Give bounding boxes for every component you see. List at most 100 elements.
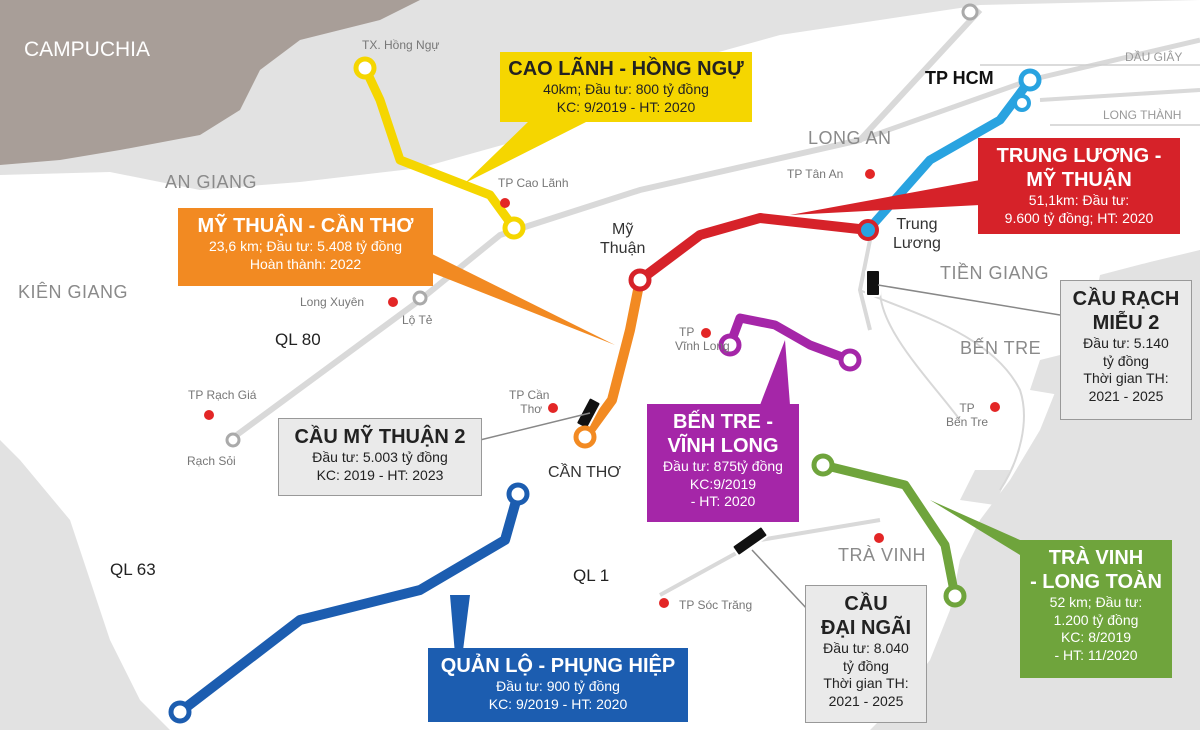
pointer-cau-my-thuan-2: [479, 412, 591, 441]
project-cao-lanh-hong-ngu: CAO LÃNH - HỒNG NGỰ 40km; Đầu tư: 800 tỷ…: [500, 52, 752, 122]
label-my-thuan: Mỹ Thuận: [600, 220, 645, 258]
node-trung-luong: [857, 219, 879, 241]
node-can-tho: [573, 425, 597, 449]
node-lo-te: [412, 290, 428, 306]
label-ql80: QL 80: [275, 330, 321, 349]
project-title: CẦU RẠCH: [1072, 288, 1180, 310]
label-cao-lanh: TP Cao Lãnh: [498, 176, 569, 190]
project-detail: - HT: 2020: [690, 493, 756, 509]
highway-ql80: [228, 7, 983, 443]
project-detail: Đầu tư: 875tỷ đồng: [663, 458, 783, 474]
pointer-quan-lo: [450, 595, 470, 690]
project-title: MỸ THUẬN: [1026, 169, 1132, 191]
pointer-dai-ngai: [751, 549, 809, 611]
project-title: CẦU MỸ THUẬN 2: [294, 426, 466, 448]
label-campuchia: CAMPUCHIA: [24, 38, 151, 61]
label-hong-ngu: TX. Hồng Ngự: [362, 38, 440, 52]
route-my-thuan-can-tho: [580, 279, 645, 440]
project-detail: 1.200 tỷ đồng: [1053, 611, 1139, 628]
project-title: VĨNH LONG: [667, 435, 779, 457]
label-long-thanh: LONG THÀNH: [1103, 108, 1182, 122]
dot-rach-gia: [204, 410, 214, 420]
label-long-an: LONG AN: [808, 128, 892, 148]
highway-ql1-north: [857, 239, 872, 331]
river-2: [879, 289, 961, 421]
label-tien-giang: TIỀN GIANG: [940, 263, 1050, 283]
label-tp-can-tho-line2: Thơ: [520, 402, 543, 416]
node-cao-lanh: [502, 216, 526, 240]
node-long-toan: [943, 584, 967, 608]
project-cau-rach-mieu-2: CẦU RẠCH MIỄU 2 Đầu tư: 5.140 tỷ đồng Th…: [1060, 280, 1192, 420]
label-ql63: QL 63: [110, 560, 156, 579]
project-detail: Hoàn thành: 2022: [249, 255, 362, 272]
project-detail: 40km; Đầu tư: 800 tỷ đồng: [543, 81, 709, 97]
project-detail: Đầu tư: 5.003 tỷ đồng: [312, 449, 448, 465]
label-my-thuan-line1: Mỹ: [612, 221, 634, 238]
pointer-cao-lanh: [465, 120, 590, 183]
bridge-rach-mieu-2: [865, 269, 881, 297]
project-title: ĐẠI NGÃI: [821, 617, 911, 639]
pointer-trung-luong: [790, 180, 980, 215]
label-trung-luong-line1: Trung: [896, 216, 938, 233]
project-detail: 2021 - 2025: [828, 692, 904, 709]
project-detail: KC: 8/2019: [1060, 629, 1132, 645]
label-ben-tre-region: BẾN TRE: [960, 338, 1042, 358]
project-detail: KC: 9/2019 - HT: 2020: [556, 98, 696, 115]
project-my-thuan-can-tho: MỸ THUẬN - CẦN THƠ 23,6 km; Đầu tư: 5.40…: [178, 208, 433, 286]
bridge-dai-ngai: [731, 525, 769, 557]
route-quan-lo-phung-hiep: [176, 492, 523, 716]
node-hcm-2: [1013, 94, 1031, 112]
label-lo-te: Lộ Tẻ: [402, 313, 433, 327]
node-rach-soi: [225, 432, 241, 448]
node-hong-ngu: [353, 56, 377, 80]
project-title: CẦU: [844, 593, 888, 615]
label-tp-ben-tre-line2: Bến Tre: [946, 415, 989, 429]
route-ben-tre-vinh-long: [725, 313, 852, 365]
label-vinh-long: TP Vĩnh Long: [675, 325, 730, 353]
project-detail: 51,1km: Đầu tư:: [1028, 192, 1130, 208]
project-trung-luong-my-thuan: TRUNG LƯƠNG - MỸ THUẬN 51,1km: Đầu tư: 9…: [978, 138, 1180, 234]
project-title: BẾN TRE -: [673, 411, 773, 433]
label-ql1: QL 1: [573, 566, 610, 585]
highway-long-thanh: [1039, 88, 1200, 102]
node-north: [961, 3, 979, 21]
project-cau-dai-ngai: CẦU ĐẠI NGÃI Đầu tư: 8.040 tỷ đồng Thời …: [805, 585, 927, 723]
label-kien-giang: KIÊN GIANG: [18, 282, 129, 302]
pointer-ben-tre: [760, 340, 790, 405]
project-detail: tỷ đồng: [1103, 352, 1149, 369]
project-ben-tre-vinh-long: BẾN TRE - VĨNH LONG Đầu tư: 875tỷ đồng K…: [647, 404, 799, 522]
label-rach-soi: Rạch Sỏi: [187, 454, 236, 468]
dot-long-xuyen: [388, 297, 398, 307]
dot-cao-lanh: [500, 198, 510, 208]
label-soc-trang: TP Sóc Trăng: [679, 598, 753, 612]
label-vinh-long-line1: TP: [679, 325, 695, 339]
project-title: TRUNG LƯƠNG -: [996, 145, 1162, 167]
project-title: MIỄU 2: [1092, 312, 1160, 334]
project-title: - LONG TOÀN: [1030, 571, 1162, 593]
dot-ben-tre: [990, 402, 1000, 412]
label-trung-luong: Trung Lương: [893, 215, 941, 253]
route-cao-lanh-hong-ngu: [360, 66, 518, 231]
project-detail: 9.600 tỷ đồng; HT: 2020: [1004, 209, 1154, 226]
dot-can-tho: [548, 403, 558, 413]
project-title: CAO LÃNH - HỒNG NGỰ: [508, 58, 744, 80]
project-detail: KC: 9/2019 - HT: 2020: [488, 695, 628, 712]
project-quan-lo-phung-hiep: QUẢN LỘ - PHỤNG HIỆP Đầu tư: 900 tỷ đồng…: [428, 648, 688, 722]
project-detail: KC: 2019 - HT: 2023: [316, 466, 444, 483]
dot-soc-trang: [659, 598, 669, 608]
pointer-my-thuan-can-tho: [420, 248, 615, 345]
label-tp-can-tho-line1: TP Cần: [509, 388, 550, 402]
project-detail: Thời gian TH:: [823, 675, 909, 691]
route-trung-luong-my-thuan: [637, 213, 869, 284]
label-tan-an: TP Tân An: [787, 167, 844, 181]
label-tp-ben-tre-line1: TP: [959, 401, 975, 415]
project-detail: 52 km; Đầu tư:: [1049, 594, 1143, 610]
label-tp-can-tho: TP Cần Thơ: [509, 388, 549, 416]
project-detail: tỷ đồng: [843, 657, 889, 674]
dot-tra-vinh: [874, 533, 884, 543]
dot-vinh-long: [701, 328, 711, 338]
pointer-tra-vinh: [930, 500, 1020, 555]
project-title: TRÀ VINH: [1048, 547, 1144, 569]
